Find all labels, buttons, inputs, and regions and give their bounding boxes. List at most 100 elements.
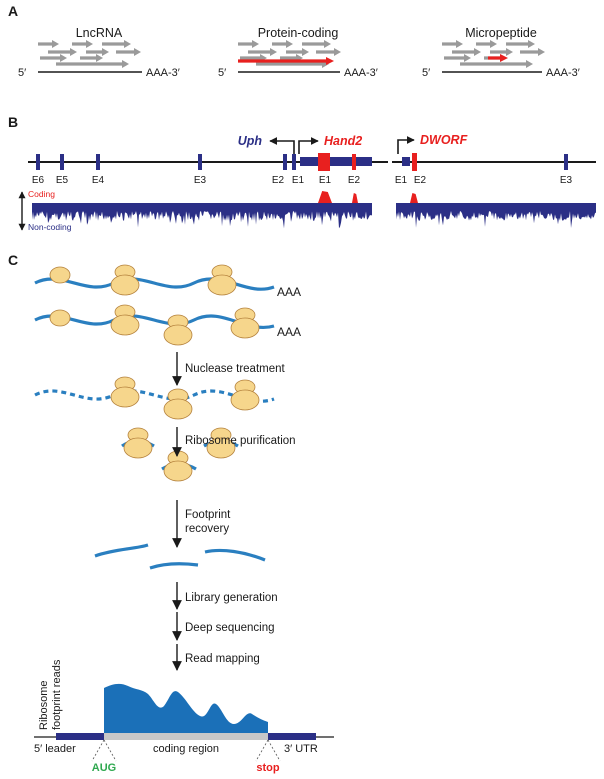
mrna-strand-2 bbox=[34, 314, 275, 329]
coding-region-bar bbox=[104, 733, 268, 740]
aug-label: AUG bbox=[92, 762, 116, 774]
transcript-read-arrowhead bbox=[270, 48, 277, 56]
exon-label: E1 bbox=[292, 175, 305, 186]
transcript-read-arrowhead bbox=[86, 40, 93, 48]
step-label-nuclease: Nuclease treatment bbox=[185, 363, 286, 375]
transcript-read-arrowhead bbox=[526, 60, 533, 68]
aug-pointer bbox=[91, 739, 117, 762]
three-prime-end-label: AAA-3′ bbox=[344, 67, 378, 79]
ribosome bbox=[163, 314, 193, 346]
stop-label: stop bbox=[256, 762, 280, 774]
dworf-exon3 bbox=[564, 154, 568, 170]
ribosome bbox=[110, 304, 140, 336]
panel-c-label: C bbox=[8, 252, 18, 268]
step-label-purification: Ribosome purification bbox=[185, 435, 296, 447]
coding-potential-track-left bbox=[32, 191, 372, 229]
step-label-library: Library generation bbox=[185, 592, 278, 604]
step-label-mapping: Read mapping bbox=[185, 653, 260, 665]
ribosome bbox=[207, 264, 237, 296]
dworf-tss-arrow bbox=[397, 136, 415, 154]
hand2-exon1-coding bbox=[318, 153, 330, 171]
label-3-utr: 3′ UTR bbox=[284, 743, 318, 755]
exon-e5 bbox=[60, 154, 64, 170]
transcript-read-arrowhead bbox=[302, 48, 309, 56]
transcript-read-arrowhead bbox=[52, 40, 59, 48]
transcript-read-arrowhead bbox=[528, 40, 535, 48]
footprint-fragment-3 bbox=[204, 548, 266, 562]
three-prime-utr-bar bbox=[268, 733, 316, 740]
transcript-read-arrowhead bbox=[474, 48, 481, 56]
five-prime-end-label: 5′ bbox=[218, 67, 226, 79]
exon-label: E2 bbox=[414, 175, 427, 186]
ribosome bbox=[110, 264, 140, 296]
panel-b-label: B bbox=[8, 114, 18, 130]
transcript-read-arrowhead bbox=[96, 54, 103, 62]
gene-name-uph: Uph bbox=[238, 134, 263, 148]
coding-label: Coding bbox=[28, 189, 55, 199]
transcript-read-arrowhead bbox=[124, 40, 131, 48]
label-coding-region: coding region bbox=[153, 743, 219, 755]
micropeptide-orf-arrowhead bbox=[500, 54, 508, 62]
transcript-read-arrowhead bbox=[134, 48, 141, 56]
gene-name-dworf: DWORF bbox=[420, 133, 468, 147]
exon-label: E2 bbox=[272, 175, 285, 186]
poly-a-tail-2: AAA bbox=[277, 325, 301, 339]
label-5-leader: 5′ leader bbox=[34, 743, 76, 755]
uph-tss-arrow bbox=[269, 137, 295, 154]
step-label-sequencing: Deep sequencing bbox=[185, 622, 275, 634]
orf-arrowhead bbox=[326, 57, 334, 65]
transcript-class-title: Micropeptide bbox=[465, 26, 537, 40]
ribosomes bbox=[49, 264, 260, 482]
dworf-exon2-coding bbox=[412, 153, 417, 171]
transcript-read-arrowhead bbox=[286, 40, 293, 48]
three-prime-end-label: AAA-3′ bbox=[546, 67, 580, 79]
exon-e3 bbox=[198, 154, 202, 170]
hand2-exon2-coding bbox=[352, 154, 356, 170]
ribosome bbox=[123, 427, 153, 459]
five-prime-end-label: 5′ bbox=[422, 67, 430, 79]
hand2-tss-arrow bbox=[298, 137, 319, 154]
five-prime-leader-bar bbox=[56, 733, 104, 740]
dworf-exon1 bbox=[402, 157, 410, 166]
ribosome bbox=[110, 376, 140, 408]
coding-potential-track-right bbox=[396, 193, 596, 228]
exon-label: E6 bbox=[32, 175, 45, 186]
exon-label: E1 bbox=[395, 175, 408, 186]
panel-a-label: A bbox=[8, 3, 18, 19]
exon-e4 bbox=[96, 154, 100, 170]
exon-label: E4 bbox=[92, 175, 105, 186]
transcript-read-arrowhead bbox=[60, 54, 67, 62]
exon-label: E3 bbox=[560, 175, 573, 186]
exon-label: E5 bbox=[56, 175, 69, 186]
transcript-read-arrowhead bbox=[490, 40, 497, 48]
five-prime-end-label: 5′ bbox=[18, 67, 26, 79]
ribosome-reads-axis-label: Ribosomefootprint reads bbox=[38, 659, 63, 730]
exon-e2-uph bbox=[283, 154, 287, 170]
noncoding-signal bbox=[396, 203, 596, 228]
exon-label: E2 bbox=[348, 175, 361, 186]
stop-pointer bbox=[255, 739, 281, 762]
ribosome bbox=[49, 266, 71, 284]
transcript-read-arrowhead bbox=[102, 48, 109, 56]
exon-e6 bbox=[36, 154, 40, 170]
transcript-class-title: Protein-coding bbox=[258, 26, 339, 40]
coding-signal-peak bbox=[410, 193, 418, 203]
exon-label: E3 bbox=[194, 175, 207, 186]
transcript-read-arrowhead bbox=[538, 48, 545, 56]
transcript-read-arrowhead bbox=[122, 60, 129, 68]
coding-signal-peak bbox=[352, 193, 358, 203]
poly-a-tail-1: AAA bbox=[277, 285, 301, 299]
transcript-class-title: LncRNA bbox=[76, 26, 123, 40]
exon-e1-uph bbox=[292, 154, 296, 170]
footprint-fragment-1 bbox=[94, 543, 149, 558]
panel-c: AAA AAA Nuclease treatment Ribosome puri… bbox=[34, 264, 334, 774]
transcript-read-arrowhead bbox=[324, 40, 331, 48]
panel-a: LncRNA 5′ AAA-3′ Protein-coding 5′ AAA-3′ Micr… bbox=[18, 26, 580, 79]
three-prime-end-label: AAA-3′ bbox=[146, 67, 180, 79]
transcript-read-arrowhead bbox=[252, 40, 259, 48]
transcript-read-arrowhead bbox=[70, 48, 77, 56]
transcript-read-arrowhead bbox=[506, 48, 513, 56]
exon-label: E1 bbox=[319, 175, 332, 186]
